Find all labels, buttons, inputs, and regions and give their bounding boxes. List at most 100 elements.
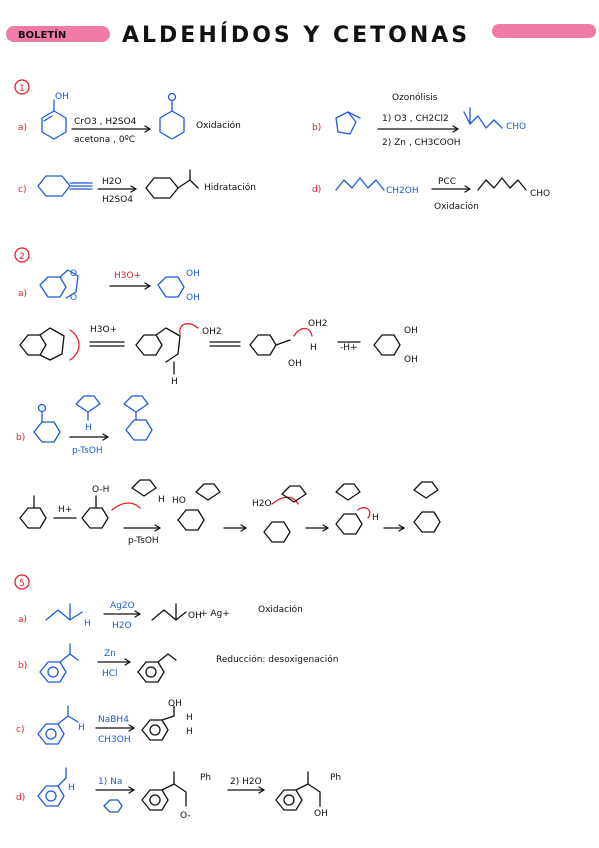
s5d-mid-chain bbox=[161, 783, 187, 793]
s1c-arrowhead bbox=[130, 185, 137, 193]
s2a-letter: a) bbox=[18, 289, 27, 299]
s1b-bicyclic-alkene bbox=[335, 111, 357, 135]
s2b-mech-pyrrolidine-5 bbox=[413, 481, 439, 499]
s1c-reagent-top: H2O bbox=[102, 177, 122, 187]
s2b-mech-pyrrolidine-1 bbox=[131, 479, 157, 497]
s5d-h: H bbox=[68, 783, 75, 793]
s1c-product-acetyl bbox=[177, 179, 199, 189]
s2b-mech-arrowhead-4 bbox=[322, 524, 329, 532]
s5d-oh: OH bbox=[314, 809, 328, 819]
s2a-mech-oh2-label: OH2 bbox=[308, 319, 328, 329]
s2a-dioxole bbox=[59, 269, 79, 299]
s2a-mech-arrow-2 bbox=[179, 323, 199, 335]
section-5-number: 5 bbox=[19, 579, 25, 589]
s5a-product-oh: OH bbox=[188, 611, 202, 621]
s2b-carbonyl-o bbox=[37, 403, 47, 413]
s2b-mech-ring-3 bbox=[177, 509, 205, 531]
s5d-product-chain bbox=[295, 783, 321, 793]
header-title-band bbox=[492, 24, 596, 38]
s5a-aldehyde-chain bbox=[45, 609, 83, 621]
s2a-arrowhead bbox=[144, 282, 151, 290]
header-tag: BOLETÍN bbox=[18, 28, 66, 41]
s2b-mech-pyrrolidine-4 bbox=[335, 483, 361, 501]
section-2-number: 2 bbox=[19, 252, 25, 262]
s5d-ph1: Ph bbox=[200, 773, 211, 783]
s1d-reagent-top: PCC bbox=[438, 177, 456, 187]
s5c-reagent-top: NaBH4 bbox=[98, 715, 129, 725]
s2b-mech-h2o: H2O bbox=[252, 499, 272, 509]
s5d-cho-bond bbox=[57, 777, 67, 787]
s2a-o2: O bbox=[70, 293, 77, 303]
s5a-arrowhead bbox=[134, 610, 141, 618]
s1b-product: CHO bbox=[506, 122, 526, 132]
s2b-mech-hplus: H+ bbox=[58, 505, 72, 515]
s5d-letter: d) bbox=[16, 793, 25, 803]
s5d-product-aromatic bbox=[283, 794, 295, 806]
s5d-o-minus: O- bbox=[180, 811, 191, 821]
s2a-oh2: OH bbox=[186, 293, 200, 303]
s1a-carbonyl-o bbox=[167, 92, 177, 102]
s2a-o1: O bbox=[70, 269, 77, 279]
s2a-mech-arrow-3 bbox=[293, 327, 313, 337]
header: BOLETÍN ALDEHÍDOS Y CETONAS bbox=[6, 22, 596, 48]
s5c-reagent-bottom: CH3OH bbox=[98, 735, 131, 745]
section-1-number: 1 bbox=[19, 84, 25, 94]
s1a-double-bond bbox=[43, 115, 53, 122]
s5d-arrowhead-2 bbox=[258, 786, 265, 794]
s2a-mech-oh-c: OH bbox=[404, 355, 418, 365]
section-2-circle bbox=[14, 247, 30, 263]
s5d-aromatic bbox=[45, 790, 57, 802]
s2b-mech-arrowhead-3 bbox=[240, 524, 247, 532]
s2b-mech-ring-5 bbox=[335, 513, 363, 535]
s5c-oh: OH bbox=[168, 699, 182, 709]
s1b-step2: 2) Zn , CH3COOH bbox=[382, 138, 461, 148]
s2a-mech-ring-2 bbox=[135, 334, 163, 356]
s1c-product-ring bbox=[145, 177, 179, 199]
s2b-mech-arrow-red-3 bbox=[357, 506, 371, 519]
s2b-product-ring bbox=[125, 419, 153, 441]
s1d-product: CHO bbox=[530, 189, 550, 199]
s1a-oh-label: OH bbox=[55, 92, 69, 102]
s1a-letter: a) bbox=[18, 123, 27, 133]
s5d-ph2: Ph bbox=[330, 773, 341, 783]
s2a-mechanism: H3O+ H OH2 OH2 H OH -H+ OH OH bbox=[19, 319, 418, 387]
s2b-mech-arrowhead-2 bbox=[154, 524, 161, 532]
s2a-mech-bond-3 bbox=[275, 339, 291, 346]
s2b-mech-h: H bbox=[158, 495, 165, 505]
section-1-circle bbox=[14, 79, 30, 95]
s5c-acetyl bbox=[57, 715, 79, 725]
s5d-arrowhead-1 bbox=[128, 786, 135, 794]
s2b-mechanism: H+ O-H H p-TsOH HO H2O H bbox=[19, 479, 441, 546]
s2b-mech-reagent: p-TsOH bbox=[128, 536, 159, 546]
s5d-ring bbox=[37, 785, 65, 807]
s2b-mech-ring-4 bbox=[263, 521, 291, 543]
s5a-plus: + Ag+ bbox=[200, 609, 230, 619]
s2b-mech-ring-6 bbox=[413, 511, 441, 533]
s2b-mech-pyrrolidine-3 bbox=[281, 485, 307, 503]
s2b-h-label: H bbox=[85, 423, 92, 433]
s5d-mid-aromatic bbox=[149, 794, 161, 806]
s1a-cyclohexadienol-ring bbox=[41, 110, 67, 140]
s1b-arrowhead bbox=[452, 125, 459, 133]
s2a-reagent: H3O+ bbox=[114, 271, 141, 281]
s1d-reagent-bottom: Oxidación bbox=[434, 201, 479, 212]
s2b-mech-arrow-red-2 bbox=[271, 496, 299, 505]
s2a-mech-ring-1 bbox=[19, 334, 47, 356]
s2a-catechol-ring bbox=[157, 276, 185, 298]
s5b-reagent-top: Zn bbox=[104, 649, 116, 659]
s2b-arrowhead bbox=[102, 433, 109, 441]
s1c-letter: c) bbox=[18, 185, 26, 195]
s5b-letter: b) bbox=[18, 661, 27, 671]
s5b-arrowhead bbox=[124, 658, 131, 666]
s2b-pyrrolidine bbox=[75, 395, 101, 413]
s5b-reagent-bottom: HCl bbox=[102, 669, 118, 679]
s2b-reagent-bottom: p-TsOH bbox=[72, 446, 103, 456]
s5d-step2: 2) H2O bbox=[230, 777, 262, 787]
s2b-mech-arrowhead-5 bbox=[398, 524, 405, 532]
s5c-product-bond bbox=[161, 715, 175, 721]
s5c-aromatic bbox=[45, 728, 57, 740]
s5a-acid-chain bbox=[151, 609, 187, 621]
s1c-note: Hidratación bbox=[204, 182, 256, 193]
s5c-product-aromatic bbox=[149, 724, 161, 736]
